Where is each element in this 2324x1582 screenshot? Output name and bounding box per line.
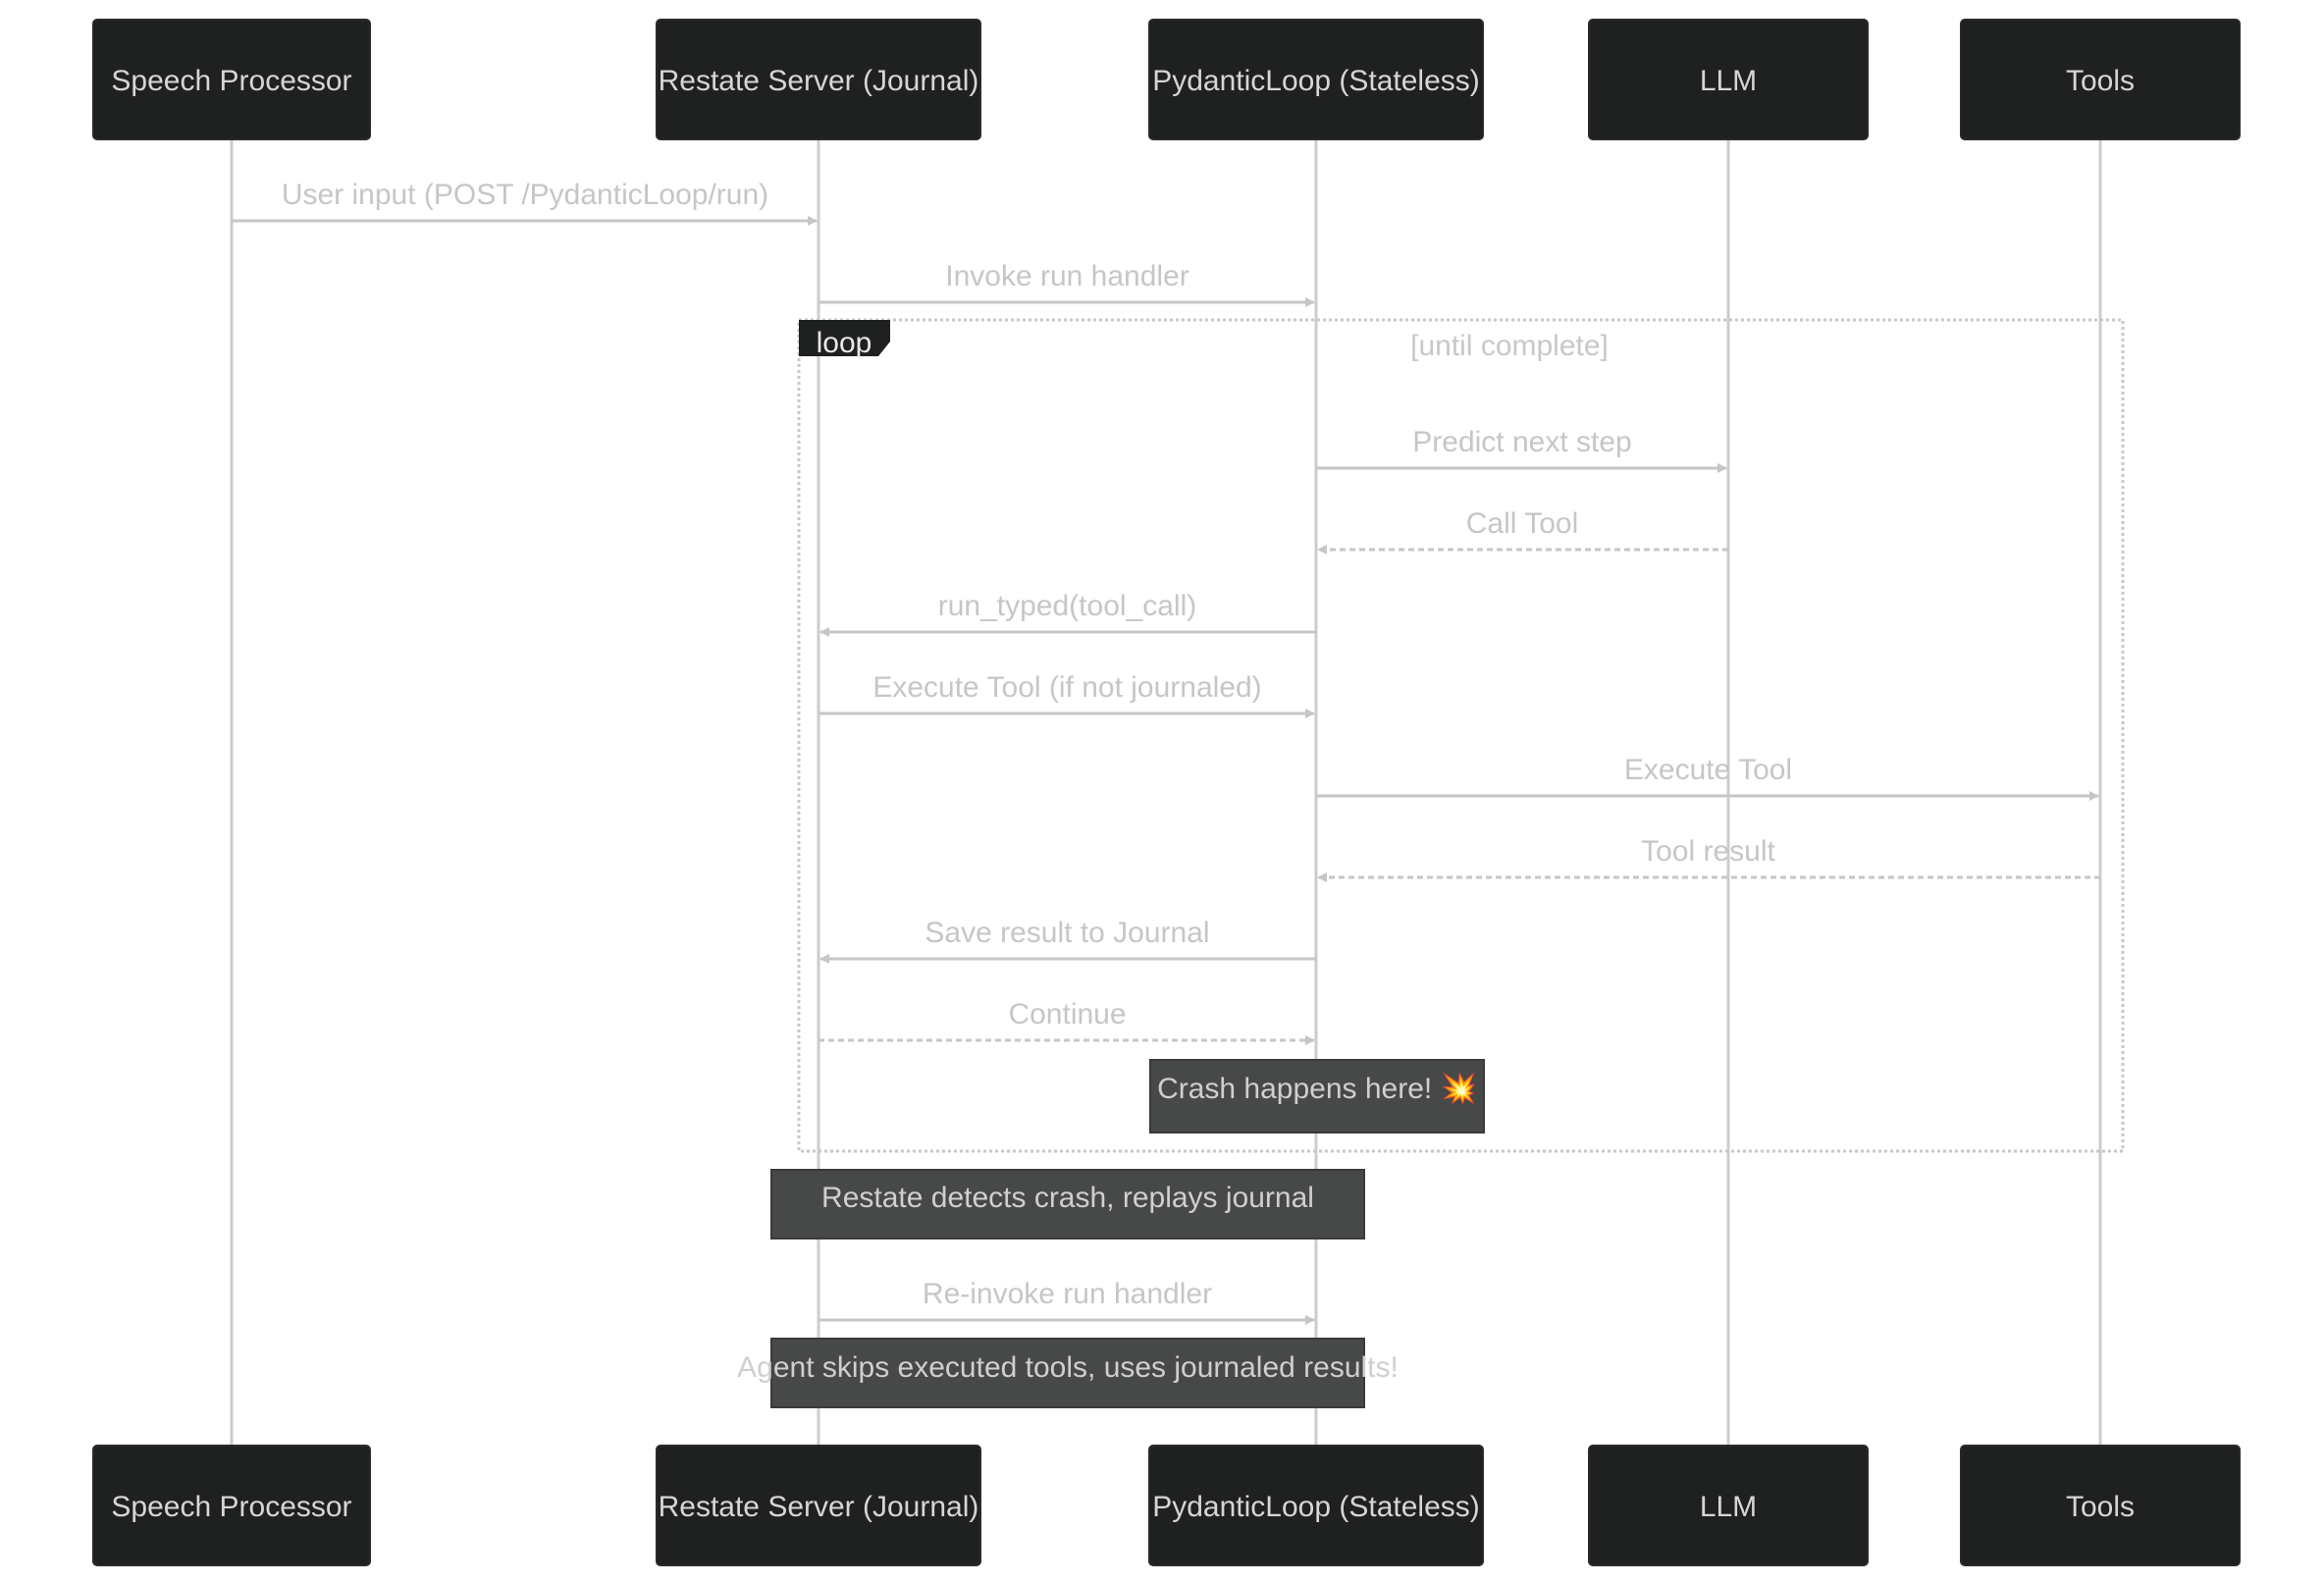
message-label: Invoke run handler [945, 260, 1189, 292]
actor-label: Tools [2066, 1491, 2135, 1523]
actor-label: Tools [2066, 65, 2135, 97]
message-arrow: Tool result [1317, 835, 2100, 882]
note: Restate detects crash, replays journal [770, 1169, 1365, 1239]
message-arrow: Continue [819, 998, 1315, 1045]
actor-pydantic-bottom: PydanticLoop (Stateless) [1148, 1445, 1484, 1566]
actor-label: PydanticLoop (Stateless) [1152, 65, 1480, 97]
actor-box [92, 19, 371, 140]
actor-box [656, 1445, 981, 1566]
actor-box [1148, 19, 1484, 140]
actor-llm-top: LLM [1588, 19, 1869, 140]
message-label: Execute Tool (if not journaled) [872, 671, 1261, 704]
actor-restate-bottom: Restate Server (Journal) [656, 1445, 981, 1566]
message-label: Re-invoke run handler [923, 1278, 1212, 1310]
message-label: Predict next step [1412, 426, 1631, 458]
actor-restate-top: Restate Server (Journal) [656, 19, 981, 140]
actor-speech-top: Speech Processor [92, 19, 371, 140]
message-arrow: Execute Tool (if not journaled) [819, 671, 1315, 718]
message-arrow: Call Tool [1317, 507, 1728, 554]
loop-label: loop [817, 327, 872, 359]
message-label: Tool result [1641, 835, 1775, 868]
message-arrow: run_typed(tool_call) [819, 590, 1316, 637]
message-label: Continue [1008, 998, 1126, 1030]
note-box [1149, 1059, 1485, 1134]
loop-condition: [until complete] [1410, 330, 1609, 362]
lifelines [230, 139, 2102, 1446]
note-text: Crash happens here! 💥 [1157, 1071, 1477, 1106]
actor-pydantic-top: PydanticLoop (Stateless) [1148, 19, 1484, 140]
actor-box [1148, 1445, 1484, 1566]
message-label: Call Tool [1466, 507, 1579, 540]
note-text: Agent skips executed tools, uses journal… [737, 1351, 1399, 1384]
actor-label: PydanticLoop (Stateless) [1152, 1491, 1480, 1523]
note-box [770, 1169, 1365, 1239]
message-arrow: Invoke run handler [819, 260, 1315, 307]
message-arrow: User input (POST /PydanticLoop/run) [232, 179, 818, 226]
actor-box [656, 19, 981, 140]
actor-box [1588, 1445, 1869, 1566]
loop-tag [799, 320, 890, 356]
actor-llm-bottom: LLM [1588, 1445, 1869, 1566]
actor-label: LLM [1700, 65, 1757, 97]
note-box [770, 1338, 1365, 1408]
note-text: Restate detects crash, replays journal [821, 1182, 1314, 1214]
message-label: Execute Tool [1624, 754, 1792, 786]
actor-label: LLM [1700, 1491, 1757, 1523]
actor-label: Restate Server (Journal) [659, 65, 979, 97]
message-arrow: Predict next step [1316, 426, 1727, 473]
actor-box [1960, 1445, 2241, 1566]
message-label: User input (POST /PydanticLoop/run) [282, 179, 768, 211]
actor-label: Restate Server (Journal) [659, 1491, 979, 1523]
actor-box [1960, 19, 2241, 140]
actor-box [92, 1445, 371, 1566]
loop-frame: loop [until complete] [797, 318, 2125, 1153]
messages: User input (POST /PydanticLoop/run) Invok… [232, 179, 2100, 1325]
message-arrow: Save result to Journal [819, 917, 1316, 964]
actor-label: Speech Processor [111, 1491, 351, 1523]
note: Agent skips executed tools, uses journal… [737, 1338, 1399, 1408]
message-arrow: Execute Tool [1316, 754, 2099, 801]
message-label: run_typed(tool_call) [938, 590, 1196, 622]
message-arrow: Re-invoke run handler [819, 1278, 1315, 1325]
notes: Crash happens here! 💥 Restate detects cra… [737, 1059, 1485, 1408]
actor-tools-bottom: Tools [1960, 1445, 2241, 1566]
actor-box [1588, 19, 1869, 140]
actor-tools-top: Tools [1960, 19, 2241, 140]
message-label: Save result to Journal [924, 917, 1209, 949]
actor-speech-bottom: Speech Processor [92, 1445, 371, 1566]
loop-border [797, 318, 2125, 1153]
actor-label: Speech Processor [111, 65, 351, 97]
note: Crash happens here! 💥 [1149, 1059, 1485, 1134]
